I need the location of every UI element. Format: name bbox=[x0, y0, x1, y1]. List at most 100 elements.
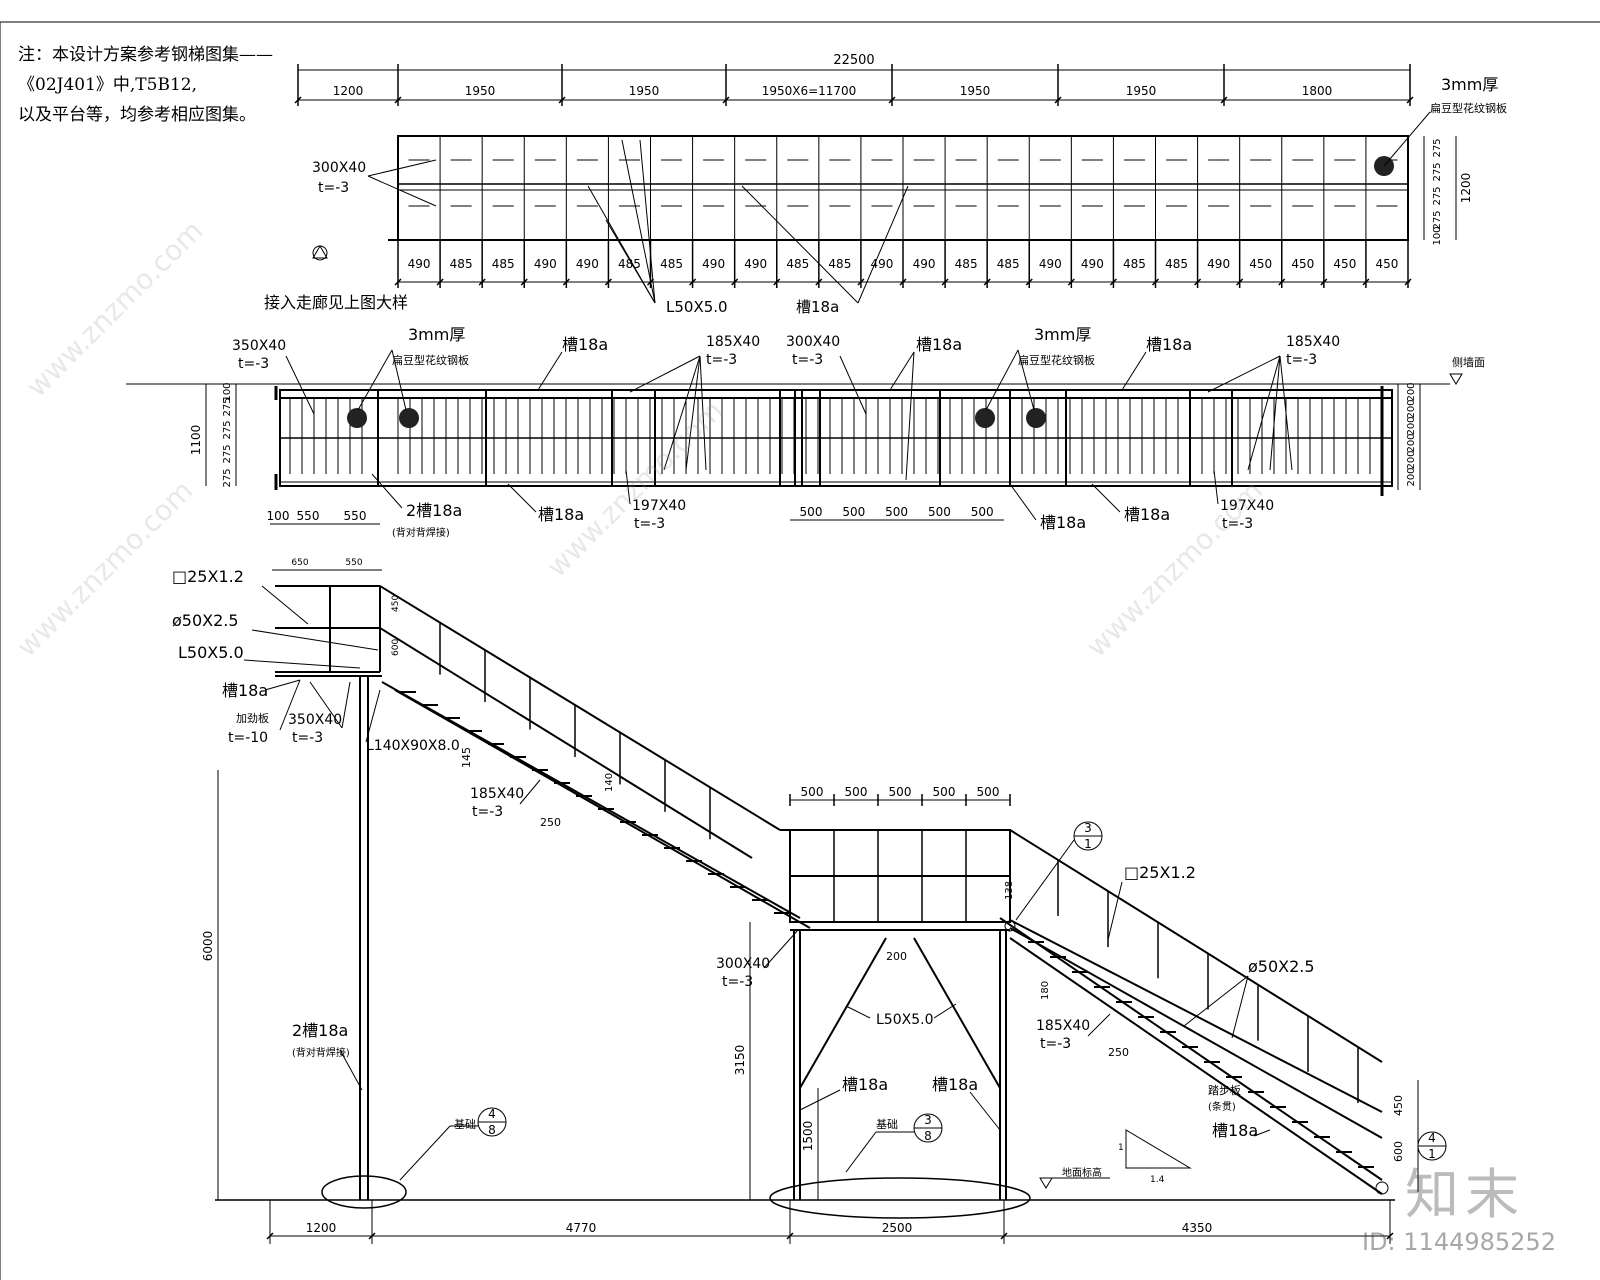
elev-step-r: 185X40 bbox=[1036, 1018, 1090, 1034]
elev-step-w: 250 bbox=[540, 816, 561, 829]
elev-rail-dim-2: 600 bbox=[391, 639, 401, 656]
elev-bottom-tick bbox=[1000, 1232, 1008, 1240]
elev-dim-138: 138 bbox=[1004, 881, 1015, 900]
plan-right-dims bbox=[1423, 136, 1457, 240]
elev-found-a: 基础 bbox=[454, 1118, 476, 1131]
elev-bottom-tick bbox=[368, 1232, 376, 1240]
section-channel-d: 槽18a bbox=[538, 505, 584, 524]
plan-total-dim: 22500 bbox=[833, 53, 874, 68]
plan-bottom-span: 485 bbox=[492, 257, 515, 271]
plan-bottom-span: 485 bbox=[955, 257, 978, 271]
plan-bottom-span: 485 bbox=[660, 257, 683, 271]
section-channel-e: 槽18a bbox=[1040, 513, 1086, 532]
elev-height-brace: 1500 bbox=[801, 1121, 815, 1152]
elev-slope-h: 1.4 bbox=[1150, 1175, 1165, 1185]
section-bottom-mid-dim: 500 bbox=[928, 505, 951, 519]
elev-grating-t: t=-3 bbox=[292, 730, 323, 746]
section-right-dim: 200 bbox=[1406, 467, 1417, 486]
section-bottom-left-dim: 550 bbox=[344, 509, 367, 523]
elev-detail-b-top: 3 bbox=[924, 1113, 932, 1127]
elev-detail-b-bot: 8 bbox=[924, 1129, 932, 1143]
elev-channel: 槽18a bbox=[222, 681, 268, 700]
plan-bottom-span: 490 bbox=[702, 257, 725, 271]
section-channel-a: 槽18a bbox=[562, 335, 608, 354]
section-left-dim: 275 bbox=[222, 468, 233, 487]
plate-hatch-b bbox=[399, 408, 419, 428]
elev-rail-r-dim-1: 450 bbox=[1392, 1095, 1405, 1116]
section-step-a: 185X40 bbox=[706, 334, 760, 350]
elev-tread-note: (条贯) bbox=[1208, 1100, 1236, 1113]
section-channel-f: 槽18a bbox=[1124, 505, 1170, 524]
plan-bottom-span: 485 bbox=[997, 257, 1020, 271]
section-step-a-t: t=-3 bbox=[706, 352, 737, 368]
section-right-dim: 200 bbox=[1406, 382, 1417, 401]
section-left-total: 1100 bbox=[189, 425, 203, 456]
elev-grating2-t: t=-3 bbox=[722, 974, 753, 990]
plan-bottom-span: 490 bbox=[534, 257, 557, 271]
elev-step-r-h: 180 bbox=[1040, 981, 1051, 1000]
section-bottom-mid-dim: 500 bbox=[842, 505, 865, 519]
elev-platform-dim: 500 bbox=[889, 785, 912, 799]
plan-bottom-span: 490 bbox=[1081, 257, 1104, 271]
plan-right-dim: 275 bbox=[1432, 210, 1443, 229]
plan-right-total: 1200 bbox=[1459, 173, 1473, 204]
section-bottom-left-dim: 100 bbox=[267, 509, 290, 523]
elev-angle: L50X5.0 bbox=[178, 643, 244, 662]
section-channel-c: 槽18a bbox=[1146, 335, 1192, 354]
watermark-id: ID: 1144985252 bbox=[1362, 1228, 1556, 1256]
plan-bottom-span: 450 bbox=[1333, 257, 1356, 271]
plan-top-span: 1950 bbox=[629, 84, 660, 98]
elev-double-channel-note: (背对背焊接) bbox=[292, 1046, 350, 1059]
elev-bottom-dim: 4770 bbox=[566, 1221, 597, 1235]
section-step-c-t: t=-3 bbox=[1286, 352, 1317, 368]
elev-ground-label: 地面标高 bbox=[1062, 1166, 1102, 1179]
plan-channel-label: 槽18a bbox=[796, 298, 839, 316]
plan-bottom-span: 450 bbox=[1249, 257, 1272, 271]
elev-brace-dim: 200 bbox=[886, 950, 907, 963]
plan-bottom-span: 485 bbox=[828, 257, 851, 271]
plan-bottom-span: 490 bbox=[408, 257, 431, 271]
section-left-dim: 275 bbox=[222, 397, 233, 416]
elev-round-tube: ø50X2.5 bbox=[172, 611, 239, 630]
elev-channel-b: 槽18a bbox=[842, 1075, 888, 1094]
elev-channel-c: 槽18a bbox=[932, 1075, 978, 1094]
section-grating-a-t: t=-3 bbox=[238, 356, 269, 372]
elev-tread: 踏步板 bbox=[1208, 1083, 1241, 1097]
elev-rail-dim-1: 450 bbox=[391, 595, 401, 612]
plan-right-dim: 275 bbox=[1432, 186, 1443, 205]
section-step-d: 197X40 bbox=[1220, 498, 1274, 514]
elev-brace: L50X5.0 bbox=[876, 1012, 933, 1028]
plan-bottom-span: 490 bbox=[871, 257, 894, 271]
elev-step-h: 145 bbox=[460, 747, 473, 768]
plan-bottom-span: 490 bbox=[1207, 257, 1230, 271]
plan-bottom-span: 485 bbox=[786, 257, 809, 271]
plan-bottom-span: 490 bbox=[576, 257, 599, 271]
section-grating-b: 300X40 bbox=[786, 334, 840, 350]
section-double-channel: 2槽18a bbox=[406, 501, 462, 520]
elev-height-total: 6000 bbox=[201, 931, 215, 962]
section-bottom-mid-dim: 500 bbox=[971, 505, 994, 519]
section-left-dim: 275 bbox=[222, 420, 233, 439]
section-right-dim: 200 bbox=[1406, 433, 1417, 452]
section-grating-b-t: t=-3 bbox=[792, 352, 823, 368]
plan-top-span: 1950 bbox=[960, 84, 991, 98]
elev-rail-r-dim-2: 600 bbox=[1392, 1141, 1405, 1162]
elev-detail-c-bot: 1 bbox=[1084, 837, 1092, 851]
plan-top-span: 1950X6=11700 bbox=[762, 84, 857, 98]
elevation-view: 650 550 bbox=[172, 558, 1447, 1244]
plan-top-span: 1800 bbox=[1302, 84, 1333, 98]
section-step-c: 185X40 bbox=[1286, 334, 1340, 350]
section-step-d-t: t=-3 bbox=[1222, 516, 1253, 532]
elev-square-tube: □25X1.2 bbox=[172, 567, 244, 586]
section-plate-b-sub: 扁豆型花纹钢板 bbox=[1018, 353, 1095, 367]
plan-bottom-span: 490 bbox=[744, 257, 767, 271]
note-line-1: 注：本设计方案参考钢梯图集—— bbox=[18, 45, 273, 65]
plan-top-span: 1950 bbox=[465, 84, 496, 98]
plan-entry-note: 接入走廊见上图大样 bbox=[264, 293, 408, 312]
section-double-channel-note: (背对背焊接) bbox=[392, 526, 450, 539]
section-left-dim: 275 bbox=[222, 444, 233, 463]
plan-grating-label: 300X40 bbox=[312, 160, 366, 176]
elev-height-platform: 3150 bbox=[733, 1045, 747, 1076]
